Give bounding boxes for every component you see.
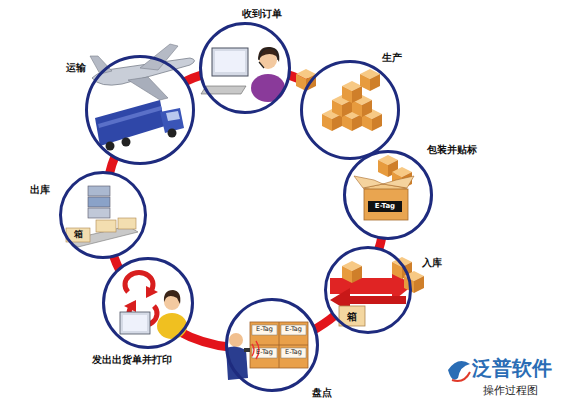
step-label: 入库 (422, 257, 442, 269)
step-label: 发出出货单并打印 (92, 354, 172, 366)
package-tag: E-Tag (285, 349, 302, 356)
step-label: 包装并贴标 (427, 144, 477, 156)
watermark-text: 操作过程图 (483, 385, 538, 397)
package-tag: E-Tag (256, 349, 273, 356)
process-circle: 盘点 (225, 298, 319, 392)
package-tag: E-Tag (256, 326, 273, 333)
package-tag: 箱 (74, 230, 83, 240)
step-label: 生产 (382, 52, 402, 64)
process-circle: 收到订单 (199, 22, 291, 114)
step-label: 出库 (30, 184, 50, 196)
package-tag: E-Tag (375, 203, 395, 211)
process-circle: 发出出货单并打印 (102, 257, 194, 349)
process-circle: 运输 (85, 55, 195, 165)
watermark-text: 泛普软件 (472, 357, 552, 379)
process-circle: 入库 (324, 246, 412, 334)
process-circle: 出库 (59, 171, 147, 259)
process-circle: 包装并贴标 (343, 150, 433, 240)
package-tag: E-Tag (285, 326, 302, 333)
step-label: 收到订单 (242, 8, 282, 20)
step-label: 盘点 (312, 387, 332, 399)
package-tag: 箱 (347, 311, 357, 322)
step-label: 运输 (66, 62, 86, 74)
process-circle: 生产 (300, 60, 400, 160)
